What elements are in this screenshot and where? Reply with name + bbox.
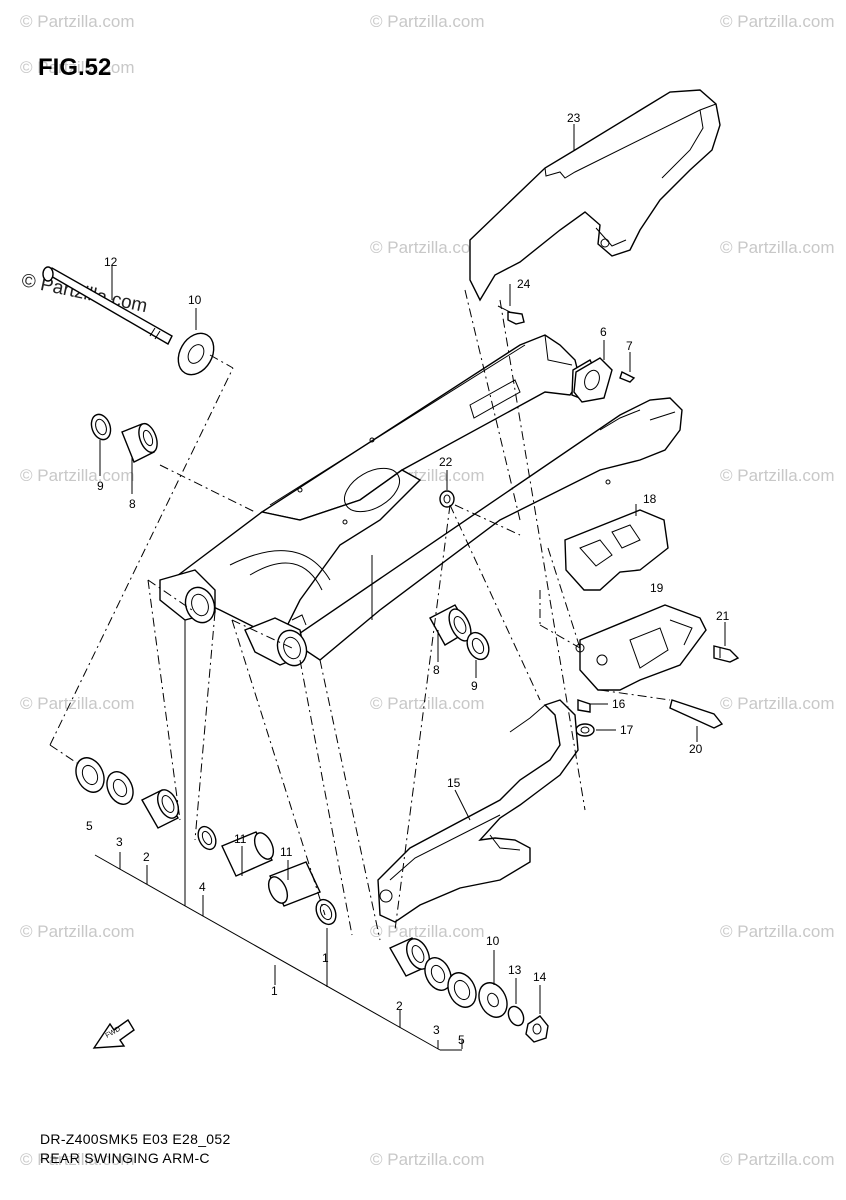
- spacer: [267, 861, 321, 907]
- diagram-model-code: DR-Z400SMK5 E03 E28_052: [40, 1131, 231, 1147]
- oil-seal: [197, 825, 217, 851]
- chain-slider: [377, 699, 579, 923]
- part-number: 11: [280, 845, 293, 859]
- needle-bearing: [389, 937, 431, 977]
- part-number: 3: [433, 1023, 440, 1037]
- part-number: 4: [199, 880, 206, 894]
- part-number: 1: [322, 951, 329, 965]
- watermark: © Partzilla.com: [720, 466, 835, 485]
- part-number: 21: [716, 609, 730, 623]
- assembly-lines: [49, 289, 671, 941]
- needle-bearing: [121, 422, 158, 463]
- part-number: 23: [567, 111, 581, 125]
- screw: [497, 305, 525, 325]
- figure-title: FIG.52: [38, 54, 112, 81]
- part-labels: 23 24 12 10 6 7 9 8 22 18 19 21 8 9 16 1…: [86, 111, 730, 1047]
- washer: [507, 1005, 525, 1027]
- watermark: © Partzilla.com: [370, 694, 485, 713]
- part-number: 5: [86, 819, 93, 833]
- spacer: [221, 831, 275, 877]
- part-number: 17: [620, 723, 634, 737]
- forward-arrow-icon: FWD: [92, 1018, 135, 1049]
- screw: [577, 699, 591, 713]
- part-number: 18: [643, 492, 657, 506]
- dust-seal: [90, 413, 112, 441]
- watermark: © Partzilla.com: [370, 12, 485, 31]
- part-number: 12: [104, 255, 118, 269]
- chain-guide: [575, 604, 707, 691]
- pivot-shaft: [42, 266, 173, 345]
- part-number: 16: [612, 697, 626, 711]
- watermark: © Partzilla.com: [20, 58, 135, 77]
- watermark: © Partzilla.com: [720, 12, 835, 31]
- watermark: © Partzilla.com: [720, 1150, 835, 1169]
- chain-case-cover: [469, 89, 721, 302]
- washer: [177, 332, 215, 376]
- watermark: © Partzilla.com: [20, 1150, 135, 1169]
- nut: [439, 490, 455, 508]
- part-number: 10: [188, 293, 202, 307]
- leader-lines: [94, 124, 726, 1051]
- part-number: 15: [447, 776, 461, 790]
- part-number: 7: [626, 339, 633, 353]
- bolt: [619, 371, 636, 383]
- watermark: © Partzilla.com: [370, 922, 485, 941]
- watermark: © Partzilla.com: [20, 12, 135, 31]
- watermark: © Partzilla.com: [20, 694, 135, 713]
- washer: [447, 972, 477, 1008]
- dust-seal: [466, 631, 490, 661]
- part-number: 3: [116, 835, 123, 849]
- nut: [525, 1015, 549, 1043]
- part-number: 13: [508, 963, 522, 977]
- part-number: 2: [396, 999, 403, 1013]
- part-number: 8: [129, 497, 136, 511]
- chain-buffer: [564, 509, 669, 591]
- washer: [575, 723, 595, 737]
- bolt: [669, 699, 724, 729]
- part-number: 14: [533, 970, 547, 984]
- diagram-caption: REAR SWINGING ARM-C: [40, 1150, 210, 1166]
- part-number: 10: [486, 934, 500, 948]
- watermark: © Partzilla.com: [370, 238, 485, 257]
- part-number: 19: [650, 581, 664, 595]
- washer: [478, 982, 508, 1018]
- part-number: 22: [439, 455, 453, 469]
- part-number: 5: [458, 1033, 465, 1047]
- dust-seal: [106, 771, 134, 805]
- part-number: 1: [271, 984, 278, 998]
- needle-bearing: [429, 604, 472, 646]
- washer: [75, 757, 105, 793]
- part-number: 6: [600, 325, 607, 339]
- part-number: 8: [433, 663, 440, 677]
- swing-arm: [159, 334, 683, 667]
- watermark: © Partzilla.com: [20, 466, 135, 485]
- chain-adjuster: [573, 357, 613, 403]
- part-number: 2: [143, 850, 150, 864]
- watermark: © Partzilla.com: [20, 922, 135, 941]
- needle-bearing: [141, 789, 180, 829]
- dust-seal: [424, 957, 452, 991]
- oil-seal: [315, 898, 337, 926]
- bolt: [713, 645, 740, 663]
- watermark: © Partzilla.com: [720, 694, 835, 713]
- part-number: 24: [517, 277, 531, 291]
- part-number: 20: [689, 742, 703, 756]
- watermark: © Partzilla.com: [720, 238, 835, 257]
- watermark: © Partzilla.com: [370, 1150, 485, 1169]
- watermark: © Partzilla.com: [720, 922, 835, 941]
- part-number: 9: [471, 679, 478, 693]
- part-number: 11: [234, 832, 247, 846]
- part-number: 9: [97, 479, 104, 493]
